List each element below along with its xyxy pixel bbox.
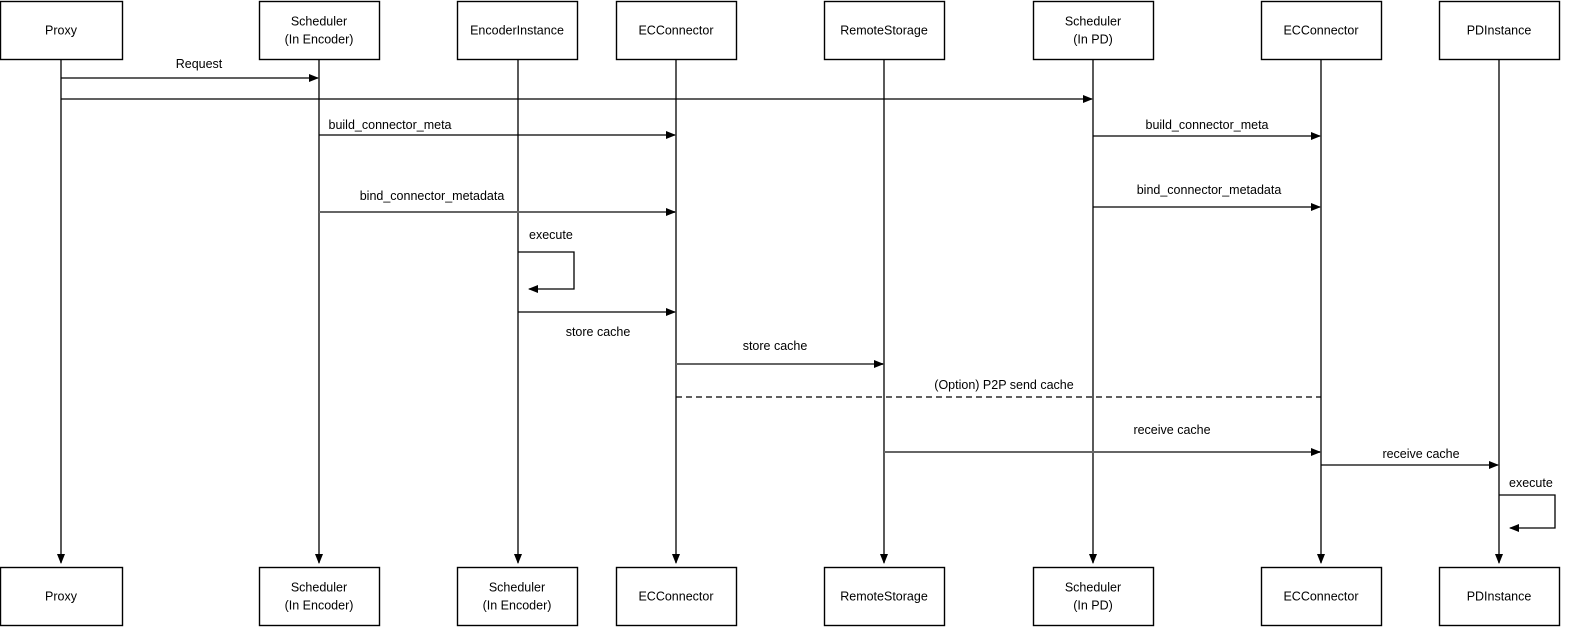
participant-label-line1: PDInstance (1467, 23, 1532, 37)
participant-label-line1: Scheduler (489, 580, 545, 594)
message-label: build_connector_meta (329, 118, 452, 132)
message-label: build_connector_meta (1146, 118, 1269, 132)
message-label: bind_connector_metadata (1137, 183, 1282, 197)
participant-label-line1: ECConnector (638, 23, 713, 37)
message-label: store cache (566, 325, 631, 339)
participant-box (1260, 566, 1383, 627)
participant-box (1260, 0, 1383, 61)
message-m10[interactable]: receive cache (884, 423, 1321, 456)
participant-header-ec_conn_pd[interactable]: ECConnector (1260, 0, 1383, 61)
participant-footer-sched_pd_f[interactable]: Scheduler (In PD) (1032, 566, 1155, 627)
message-m9[interactable]: (Option) P2P send cache (676, 378, 1321, 398)
message-m11[interactable]: receive cache (1321, 447, 1499, 469)
participant-header-sched_enc[interactable]: Scheduler (In Encoder) (258, 0, 381, 61)
participant-label-line1: Scheduler (1065, 580, 1121, 594)
participant-label-line1: Scheduler (1065, 14, 1121, 28)
participant-label-line2: (In Encoder) (285, 598, 354, 612)
self-message-s1[interactable]: execute (518, 228, 575, 293)
participant-box (0, 0, 124, 61)
self-message-path (1499, 494, 1556, 532)
participant-label-line1: Scheduler (291, 580, 347, 594)
participant-header-pd_inst[interactable]: PDInstance (1438, 0, 1561, 61)
message-m6[interactable]: bind_connector_metadata (1093, 183, 1321, 211)
participant-box (1032, 0, 1155, 61)
participant-header-remote_store[interactable]: RemoteStorage (823, 0, 946, 61)
self-message-label: execute (1509, 476, 1553, 490)
participant-label-line1: ECConnector (1283, 23, 1358, 37)
participant-box (456, 566, 579, 627)
participant-box (1438, 0, 1561, 61)
participant-box (1032, 566, 1155, 627)
participant-label-line1: Proxy (45, 23, 78, 37)
message-label: receive cache (1382, 447, 1459, 461)
lifelines-layer (57, 59, 1503, 564)
participant-footer-ec_conn_enc_f[interactable]: ECConnector (615, 566, 738, 627)
message-label: Request (176, 57, 223, 71)
participant-header-sched_pd[interactable]: Scheduler (In PD) (1032, 0, 1155, 61)
participant-box (615, 566, 738, 627)
message-m4[interactable]: build_connector_meta (1093, 118, 1321, 140)
message-label: receive cache (1133, 423, 1210, 437)
participant-label-line1: Scheduler (291, 14, 347, 28)
messages-layer: Request build_connector_meta build_connect… (61, 57, 1499, 469)
message-label: (Option) P2P send cache (934, 378, 1073, 392)
participant-header-proxy[interactable]: Proxy (0, 0, 124, 61)
participant-header-encoder_inst[interactable]: EncoderInstance (456, 0, 579, 61)
message-label: bind_connector_metadata (360, 189, 505, 203)
message-m1[interactable]: Request (61, 57, 319, 82)
message-m8[interactable]: store cache (676, 339, 884, 368)
participant-box (0, 566, 124, 627)
participant-label-line2: (In Encoder) (483, 598, 552, 612)
self-messages-layer: execute execute (518, 228, 1556, 532)
participant-footer-ec_conn_pd_f[interactable]: ECConnector (1260, 566, 1383, 627)
participant-label-line2: (In PD) (1073, 598, 1113, 612)
self-message-label: execute (529, 228, 573, 242)
participant-label-line2: (In PD) (1073, 32, 1113, 46)
participant-header-ec_conn_enc[interactable]: ECConnector (615, 0, 738, 61)
participant-footer-proxy_f[interactable]: Proxy (0, 566, 124, 627)
participant-box (258, 0, 381, 61)
message-m7[interactable]: store cache (518, 308, 676, 339)
participant-label-line1: RemoteStorage (840, 23, 928, 37)
participant-headers-layer: Proxy Scheduler (In Encoder) EncoderInstanc… (0, 0, 1561, 61)
message-label: store cache (743, 339, 808, 353)
participant-box (823, 566, 946, 627)
participant-label-line1: PDInstance (1467, 589, 1532, 603)
self-message-s2[interactable]: execute (1499, 476, 1556, 532)
participant-label-line1: RemoteStorage (840, 589, 928, 603)
participant-label-line2: (In Encoder) (285, 32, 354, 46)
participant-footer-pd_inst_f[interactable]: PDInstance (1438, 566, 1561, 627)
participant-footer-remote_store_f[interactable]: RemoteStorage (823, 566, 946, 627)
participant-box (456, 0, 579, 61)
participant-label-line1: Proxy (45, 589, 78, 603)
self-message-path (518, 251, 575, 293)
message-m5[interactable]: bind_connector_metadata (319, 189, 676, 216)
message-m3[interactable]: build_connector_meta (319, 118, 676, 139)
participant-footers-layer: Proxy Scheduler (In Encoder) Scheduler (In E… (0, 566, 1561, 627)
participant-box (258, 566, 381, 627)
participant-box (823, 0, 946, 61)
participant-box (1438, 566, 1561, 627)
participant-label-line1: ECConnector (638, 589, 713, 603)
participant-label-line1: EncoderInstance (470, 23, 564, 37)
participant-box (615, 0, 738, 61)
participant-label-line1: ECConnector (1283, 589, 1358, 603)
participant-footer-sched_enc_f[interactable]: Scheduler (In Encoder) (258, 566, 381, 627)
participant-footer-encoder_inst_f[interactable]: Scheduler (In Encoder) (456, 566, 579, 627)
